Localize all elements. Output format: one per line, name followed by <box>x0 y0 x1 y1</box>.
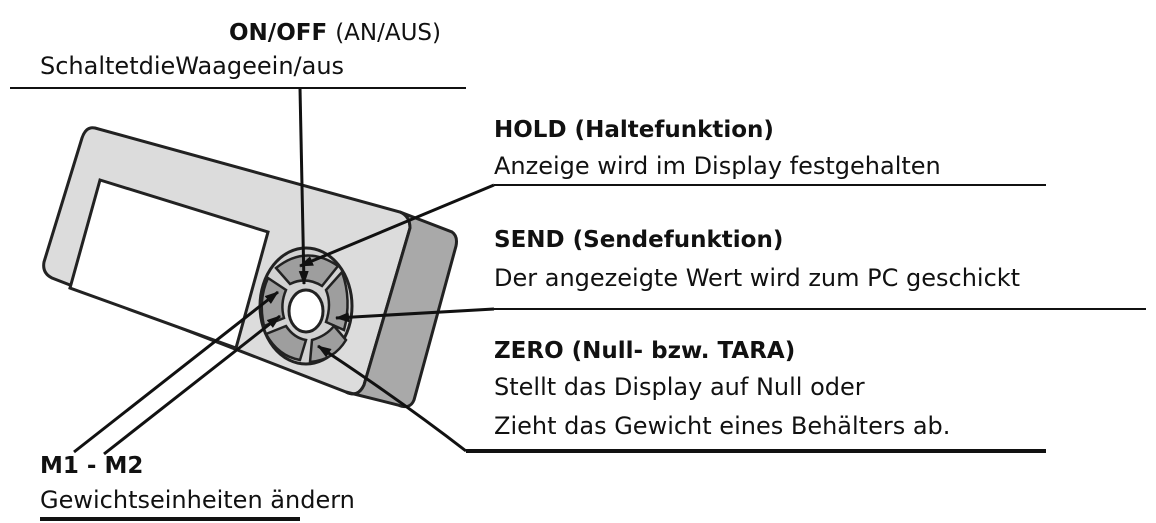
on-off-description: SchaltetdieWaageein/aus <box>40 52 345 80</box>
button-m2 <box>264 324 308 362</box>
zero-leader <box>317 344 467 453</box>
zero-description-line1: Stellt das Display auf Null oder <box>494 373 865 401</box>
hold-leader <box>299 183 495 268</box>
on-off-title: ON/OFF (AN/AUS) <box>229 22 441 45</box>
zero-description-line2: Zieht das Gewicht eines Behälters ab. <box>494 412 951 440</box>
m1-m2-description: Gewichtseinheiten ändern <box>40 486 355 514</box>
device-screen <box>68 178 270 350</box>
m1-leader <box>73 290 279 454</box>
button-on-off <box>287 288 325 334</box>
scale-display-device <box>42 126 458 409</box>
m2-leader <box>103 314 281 456</box>
device-side-face <box>345 210 458 409</box>
on-off-title-suffix: (AN/AUS) <box>335 20 442 46</box>
send-leader <box>335 307 495 323</box>
m1-m2-title: M1 - M2 <box>40 453 144 479</box>
on-off-leader <box>298 87 309 285</box>
send-title: SEND (Sendefunktion) <box>494 227 784 253</box>
send-description: Der angezeigte Wert wird zum PC geschick… <box>494 264 1021 292</box>
hold-description: Anzeige wird im Display festgehalten <box>494 152 941 180</box>
hold-title: HOLD (Haltefunktion) <box>494 117 774 143</box>
button-hold <box>274 254 340 288</box>
label-underlines <box>10 87 1146 521</box>
button-cluster <box>258 246 354 366</box>
zero-title: ZERO (Null- bzw. TARA) <box>494 338 796 364</box>
on-off-title-bold: ON/OFF <box>229 20 328 46</box>
leader-lines <box>73 87 495 456</box>
